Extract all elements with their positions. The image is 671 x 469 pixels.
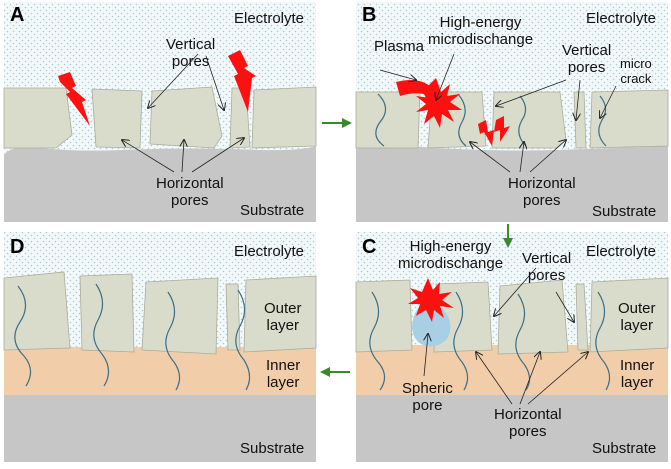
panel-c-microdischarge-burst xyxy=(408,278,454,322)
transition-arrows xyxy=(320,118,513,377)
panel-c-letter: C xyxy=(362,236,377,258)
panel-c-vertical-pores-label: Vertical pores xyxy=(522,250,572,284)
panel-a-coating xyxy=(3,86,317,149)
panel-b-microdischarge-burst xyxy=(416,78,462,128)
panel-a-substrate xyxy=(4,146,316,222)
panel-b-electrolyte-label: Electrolyte xyxy=(586,10,657,27)
panel-d-letter: D xyxy=(10,236,25,258)
panel-d xyxy=(3,232,317,462)
panel-d-outer-layer-label: Outer layer xyxy=(264,300,302,334)
panel-a-sparks xyxy=(58,50,256,126)
panel-d-substrate xyxy=(4,395,316,462)
panel-b xyxy=(355,2,669,222)
panel-c-substrate-label: Substrate xyxy=(592,440,657,457)
panel-d-substrate-label: Substrate xyxy=(240,440,305,457)
panel-a-horizontal-pores-label: Horizontal pores xyxy=(156,175,224,209)
panel-b-arrows xyxy=(379,53,617,173)
panel-c-electrolyte-label: Electrolyte xyxy=(586,243,657,260)
panel-a-electrolyte-label: Electrolyte xyxy=(234,10,305,27)
panel-c-spheric-pore-label: Spheric pore xyxy=(402,380,453,414)
panel-b-substrate-label: Substrate xyxy=(592,203,657,220)
panel-a xyxy=(3,2,317,222)
panel-c-substrate xyxy=(356,395,668,462)
panel-c-outer-layer-label: Outer layer xyxy=(618,300,656,334)
panel-d-electrolyte-label: Electrolyte xyxy=(234,243,305,260)
panel-b-plasma-label: Plasma xyxy=(374,38,425,55)
panel-c-cracks xyxy=(369,291,611,391)
panel-b-vertical-pores-label: Vertical pores xyxy=(562,42,612,76)
panel-d-inner-layer-label: Inner layer xyxy=(266,357,301,391)
panel-a-substrate-label: Substrate xyxy=(240,202,305,219)
panel-b-cracks xyxy=(375,93,607,147)
panel-c-inner-layer-label: Inner layer xyxy=(620,357,655,391)
panel-a-arrows xyxy=(122,53,244,173)
panel-b-small-sparks xyxy=(478,116,510,146)
panel-b-letter: B xyxy=(362,4,377,26)
panel-c-horizontal-pores-label: Horizontal pores xyxy=(494,406,562,440)
panel-b-horizontal-pores-label: Horizontal pores xyxy=(508,175,576,209)
panel-c xyxy=(355,232,669,462)
panel-b-coating xyxy=(355,89,669,149)
panel-c-arrows xyxy=(424,267,588,405)
panel-c-high-energy-label: High-energy microdischange xyxy=(398,238,504,272)
panel-a-vertical-pores-label: Vertical pores xyxy=(166,36,216,70)
panel-b-high-energy-label: High-energy microdischange xyxy=(428,14,534,48)
panel-b-substrate xyxy=(356,143,668,222)
panel-a-letter: A xyxy=(10,4,25,26)
panel-d-cracks xyxy=(14,283,251,391)
panel-b-micro-crack-label: micro crack xyxy=(620,56,652,86)
panel-d-inner-layer xyxy=(4,347,316,395)
